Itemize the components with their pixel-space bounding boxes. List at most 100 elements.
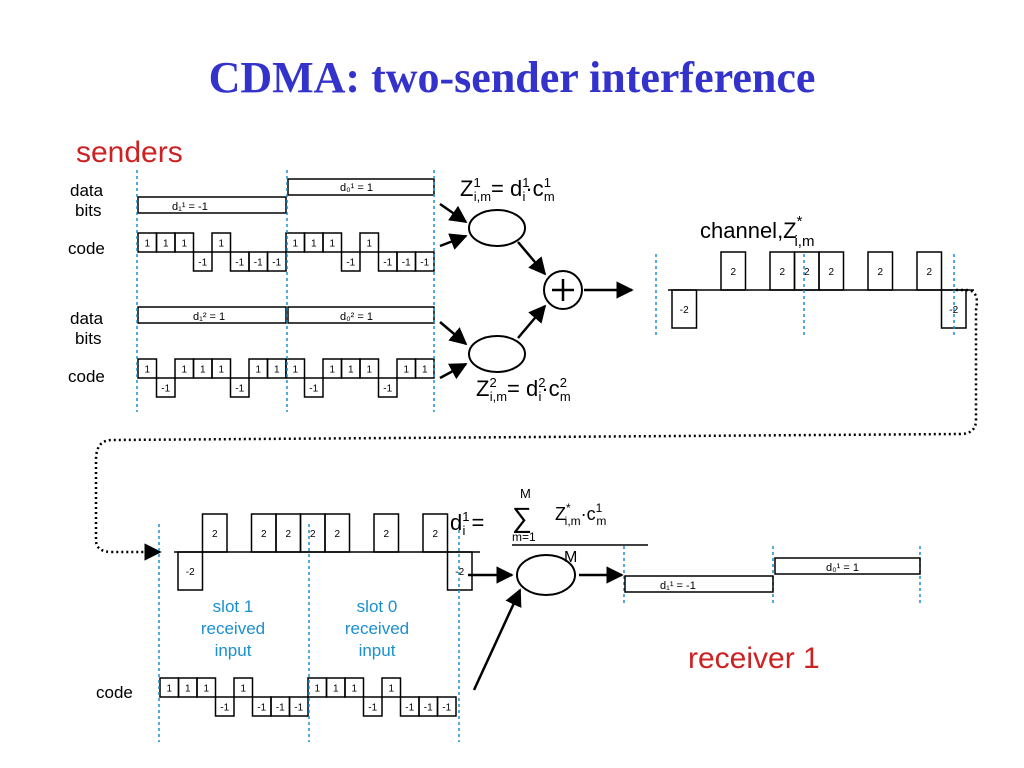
received-level: [373, 513, 400, 553]
s1-bit0-label: d₀¹ = 1: [340, 182, 373, 194]
arrow: [439, 362, 468, 380]
receiver-code-chip-label: 1: [240, 684, 246, 695]
receiver-code-chip-label: -1: [405, 703, 414, 714]
s1-bit1-box: [137, 196, 287, 214]
receiver-code-chip: [233, 677, 254, 698]
channel-level: [916, 251, 943, 291]
decoder-node: [516, 554, 576, 596]
svg-text:received: received: [201, 619, 265, 638]
svg-text:m=1: m=1: [512, 530, 536, 544]
sender2-code-chip-label: -1: [235, 384, 244, 395]
s2-code-label: code: [68, 367, 105, 386]
sender1-code-chip-label: -1: [346, 258, 355, 269]
sender2-code-chip-label: 1: [329, 365, 335, 376]
receiver-code-chip-label: 1: [333, 684, 339, 695]
s1-bit1-label: d₁¹ = -1: [172, 201, 208, 213]
sender1-code-chip-label: -1: [254, 258, 263, 269]
receiver-code-chip-label: -1: [368, 703, 377, 714]
receiver-code-chip: [381, 677, 402, 698]
sender2-code-chip-label: 1: [292, 365, 298, 376]
receiver-code-chip: [344, 677, 365, 698]
received-level-label: 2: [432, 529, 438, 540]
received-level-label: -2: [455, 567, 464, 578]
output-bit0-label: d₀¹ = 1: [826, 562, 859, 574]
channel-level: [818, 251, 845, 291]
received-level: [422, 513, 449, 553]
received-level-label: 2: [285, 529, 291, 540]
channel-level-label: 2: [828, 267, 834, 278]
receiver-label: receiver 1: [688, 642, 820, 675]
receiver-code-chip-label: 1: [166, 684, 172, 695]
sender1-code-chip-label: -1: [235, 258, 244, 269]
receiver-code-chip-label: -1: [220, 703, 229, 714]
sender1-code-chip-label: 1: [218, 239, 224, 250]
receiver-code-chip-label: 1: [203, 684, 209, 695]
received-level-label: 2: [334, 529, 340, 540]
s2-bit1-label: d₁² = 1: [193, 311, 225, 323]
sender1-code-chip: [266, 251, 287, 272]
sender1-code-chip: [174, 232, 195, 253]
channel-level-label: 2: [804, 267, 810, 278]
sender2-code-chip: [137, 358, 158, 379]
sender2-code-chip-label: 1: [366, 365, 372, 376]
sender2-code-chip: [377, 377, 398, 398]
sender2-code-chip-label: 1: [274, 365, 280, 376]
sender1-code-chip-label: 1: [366, 239, 372, 250]
channel-level-label: 2: [877, 267, 883, 278]
receiver-code-chip-label: -1: [442, 703, 451, 714]
svg-text:∑: ∑: [512, 502, 532, 533]
sender2-code-chip: [285, 358, 306, 379]
receiver-code-chip: [288, 696, 309, 717]
receiver-code-chip: [436, 696, 457, 717]
sender2-code-chip-label: 1: [144, 365, 150, 376]
sender1-code-chip-label: 1: [163, 239, 169, 250]
svg-text:slot 0: slot 0: [357, 597, 398, 616]
arrow: [439, 233, 468, 250]
arrow: [439, 202, 468, 224]
sender1-code-chip-label: -1: [383, 258, 392, 269]
sender1-code-chip: [322, 232, 343, 253]
s2-bit0-label: d₀² = 1: [340, 311, 373, 323]
sender2-code-chip-label: 1: [403, 365, 409, 376]
svg-text:M: M: [520, 486, 531, 501]
received-level: [201, 513, 228, 553]
receiver-code-chip-label: 1: [314, 684, 320, 695]
multiplier-1-node: [468, 209, 526, 247]
receiver-code-chip: [214, 696, 235, 717]
channel-level: [671, 289, 698, 329]
sender1-code-chip: [211, 232, 232, 253]
received-level-label: 2: [310, 529, 316, 540]
arrow: [517, 241, 547, 276]
sender2-code-chip-label: 1: [348, 365, 354, 376]
arrow: [439, 321, 468, 346]
s2-bit1-box: [137, 306, 287, 324]
sender1-code-chip-label: 1: [292, 239, 298, 250]
s1-data-label: data: [70, 181, 104, 200]
svg-text:input: input: [359, 641, 396, 660]
s1-code-label: code: [68, 239, 105, 258]
rx-code-label: code: [96, 683, 133, 702]
sender1-code-chip-label: 1: [181, 239, 187, 250]
channel-level-label: 2: [926, 267, 932, 278]
svg-text:Z*i,m·c1m: Z*i,m·c1m: [555, 501, 606, 528]
channel-level-label: 2: [779, 267, 785, 278]
multiplier-2-node: [468, 335, 526, 373]
receiver-code-chip-label: -1: [424, 703, 433, 714]
svg-text:received: received: [345, 619, 409, 638]
sender1-code-chip: [340, 251, 361, 272]
receiver-code-chip-label: 1: [185, 684, 191, 695]
svg-text:input: input: [215, 641, 252, 660]
received-level: [324, 513, 351, 553]
s1-bits-label: bits: [75, 201, 101, 220]
sender2-code-chip-label: 1: [181, 365, 187, 376]
sender2-code-chip-label: -1: [383, 384, 392, 395]
s2-data-label: data: [70, 309, 104, 328]
